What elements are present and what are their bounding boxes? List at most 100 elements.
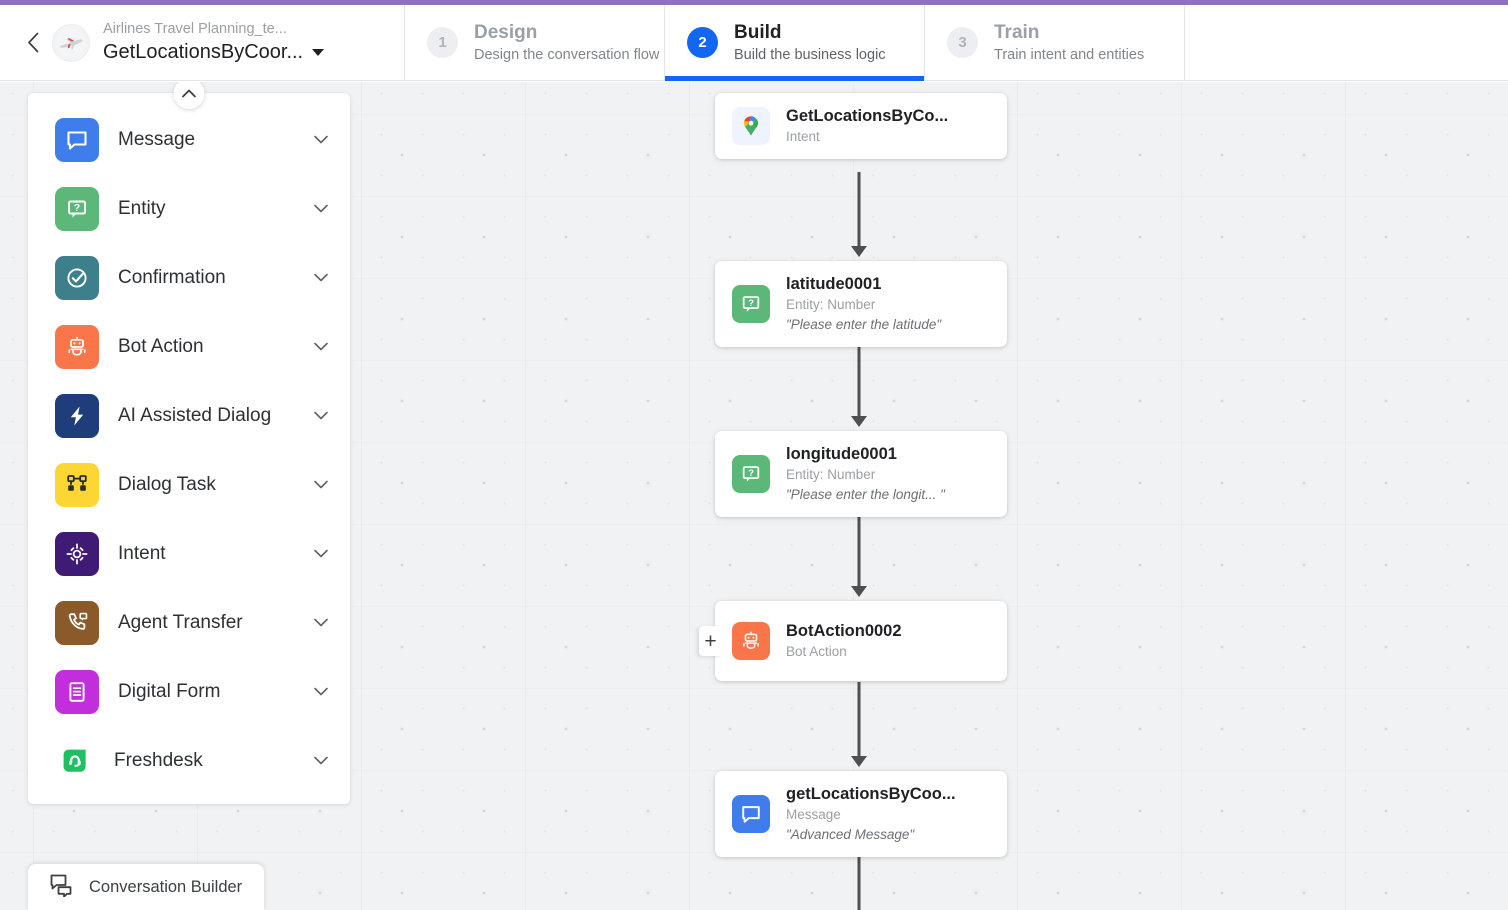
panel-item-label: Message <box>118 128 196 150</box>
avatar <box>52 23 90 62</box>
connector-arrow <box>851 416 867 427</box>
robot-icon <box>732 622 770 660</box>
node-tree-icon <box>55 462 99 507</box>
panel-item-label: Agent Transfer <box>118 611 243 633</box>
flow-node-prompt: "Advanced Message" <box>786 827 915 842</box>
panel-item-bot-action[interactable]: Bot Action <box>28 312 350 381</box>
panel-item-label: Confirmation <box>118 266 226 288</box>
map-pin-icon <box>732 107 770 145</box>
panel-item-intent[interactable]: Intent <box>28 519 350 588</box>
crosshair-target-icon <box>55 531 99 576</box>
back-chevron-icon[interactable] <box>20 5 46 80</box>
flow-node-title: GetLocationsByCo... <box>786 107 949 125</box>
step-title: Train <box>994 21 1040 43</box>
header-bot-identity: Airlines Travel Planning_te... GetLocati… <box>0 5 405 80</box>
flow-node-subtitle: Entity: Number <box>786 297 876 312</box>
page-title: GetLocationsByCoor... <box>103 41 304 63</box>
flow-node-title: longitude0001 <box>786 445 897 463</box>
chevron-down-icon[interactable] <box>314 480 328 489</box>
connector-line <box>857 342 861 424</box>
chevron-down-icon[interactable] <box>314 135 328 144</box>
chat-windows-icon <box>49 873 75 902</box>
form-document-icon <box>55 669 99 714</box>
flow-node-latitude[interactable]: ? latitude0001 Entity: Number "Please en… <box>715 261 1007 347</box>
flow-node-bot-action[interactable]: + BotAction0002 Bot Action <box>699 601 1007 681</box>
step-description: Build the business logic <box>734 46 886 63</box>
conversation-builder-label: Conversation Builder <box>89 877 243 896</box>
panel-item-label: Freshdesk <box>114 749 203 771</box>
flow-canvas[interactable]: Message ? Entity <box>0 82 1508 910</box>
panel-item-entity[interactable]: ? Entity <box>28 174 350 243</box>
chevron-down-icon[interactable] <box>314 411 328 420</box>
flow-node-intent[interactable]: GetLocationsByCo... Intent <box>715 93 1007 159</box>
flow-node-message[interactable]: getLocationsByCoo... Message "Advanced M… <box>715 771 1007 857</box>
chevron-down-icon[interactable] <box>314 687 328 696</box>
add-node-button[interactable]: + <box>699 626 722 656</box>
svg-text:?: ? <box>74 202 80 214</box>
node-type-panel: Message ? Entity <box>28 82 350 804</box>
panel-item-agent-transfer[interactable]: Agent Transfer <box>28 588 350 657</box>
flow-node-prompt: "Please enter the longit... " <box>786 487 945 502</box>
flow-node-title: getLocationsByCoo... <box>786 785 956 803</box>
panel-item-ai-assisted-dialog[interactable]: AI Assisted Dialog <box>28 381 350 450</box>
lightning-bolt-icon <box>55 393 99 438</box>
message-bubble-icon <box>732 795 770 833</box>
wizard-steps: 1 Design Design the conversation flow 2 … <box>405 5 1185 81</box>
flow-node-prompt: "Please enter the latitude" <box>786 317 942 332</box>
panel-collapse-button[interactable] <box>173 82 205 109</box>
top-accent-bar <box>0 0 1508 5</box>
conversation-builder-button[interactable]: Conversation Builder <box>28 864 264 910</box>
caret-down-icon[interactable] <box>312 48 325 56</box>
chevron-down-icon[interactable] <box>314 273 328 282</box>
panel-item-label: AI Assisted Dialog <box>118 404 272 426</box>
flow-node-subtitle: Bot Action <box>786 644 847 659</box>
panel-item-freshdesk[interactable]: Freshdesk <box>28 726 350 795</box>
node-type-list: Message ? Entity <box>28 105 350 795</box>
panel-item-label: Intent <box>118 542 166 564</box>
flow-node-longitude[interactable]: ? longitude0001 Entity: Number "Please e… <box>715 431 1007 517</box>
step-description: Design the conversation flow <box>474 46 660 63</box>
connector-line <box>857 512 861 594</box>
flow-node-subtitle: Message <box>786 807 841 822</box>
chevron-down-icon[interactable] <box>314 342 328 351</box>
connector-arrow <box>851 756 867 767</box>
svg-text:?: ? <box>748 468 754 479</box>
step-number: 2 <box>687 27 718 58</box>
freshdesk-headset-icon <box>55 741 95 781</box>
step-description: Train intent and entities <box>994 46 1145 63</box>
connector-line <box>857 172 861 254</box>
flow-node-subtitle: Entity: Number <box>786 467 876 482</box>
chevron-up-icon <box>182 89 196 98</box>
phone-chat-icon <box>55 600 99 645</box>
chevron-down-icon[interactable] <box>314 549 328 558</box>
connector-line <box>857 682 861 764</box>
step-title: Build <box>734 21 782 43</box>
panel-item-dialog-task[interactable]: Dialog Task <box>28 450 350 519</box>
step-number: 3 <box>947 27 978 58</box>
tab-design[interactable]: 1 Design Design the conversation flow <box>405 5 665 80</box>
message-bubble-icon <box>55 117 99 162</box>
robot-icon <box>55 324 99 369</box>
bot-subtitle: Airlines Travel Planning_te... <box>103 21 287 37</box>
panel-item-label: Bot Action <box>118 335 204 357</box>
entity-question-icon: ? <box>732 455 770 493</box>
panel-item-label: Digital Form <box>118 680 221 702</box>
step-number: 1 <box>427 27 458 58</box>
chevron-down-icon[interactable] <box>314 204 328 213</box>
chevron-down-icon[interactable] <box>314 618 328 627</box>
panel-item-label: Entity <box>118 197 166 219</box>
entity-question-icon: ? <box>55 186 99 231</box>
tab-build[interactable]: 2 Build Build the business logic <box>665 5 925 81</box>
panel-item-confirmation[interactable]: Confirmation <box>28 243 350 312</box>
chevron-down-icon[interactable] <box>314 756 328 765</box>
bot-title-block: Airlines Travel Planning_te... GetLocati… <box>103 20 325 65</box>
connector-line <box>857 852 861 910</box>
connector-arrow <box>851 586 867 597</box>
tab-train[interactable]: 3 Train Train intent and entities <box>925 5 1185 80</box>
check-circle-icon <box>55 255 99 300</box>
panel-item-digital-form[interactable]: Digital Form <box>28 657 350 726</box>
flow-diagram: GetLocationsByCo... Intent ? latitude000… <box>0 82 1508 910</box>
panel-item-message[interactable]: Message <box>28 105 350 174</box>
app-header: Airlines Travel Planning_te... GetLocati… <box>0 5 1508 81</box>
svg-text:?: ? <box>748 298 754 309</box>
